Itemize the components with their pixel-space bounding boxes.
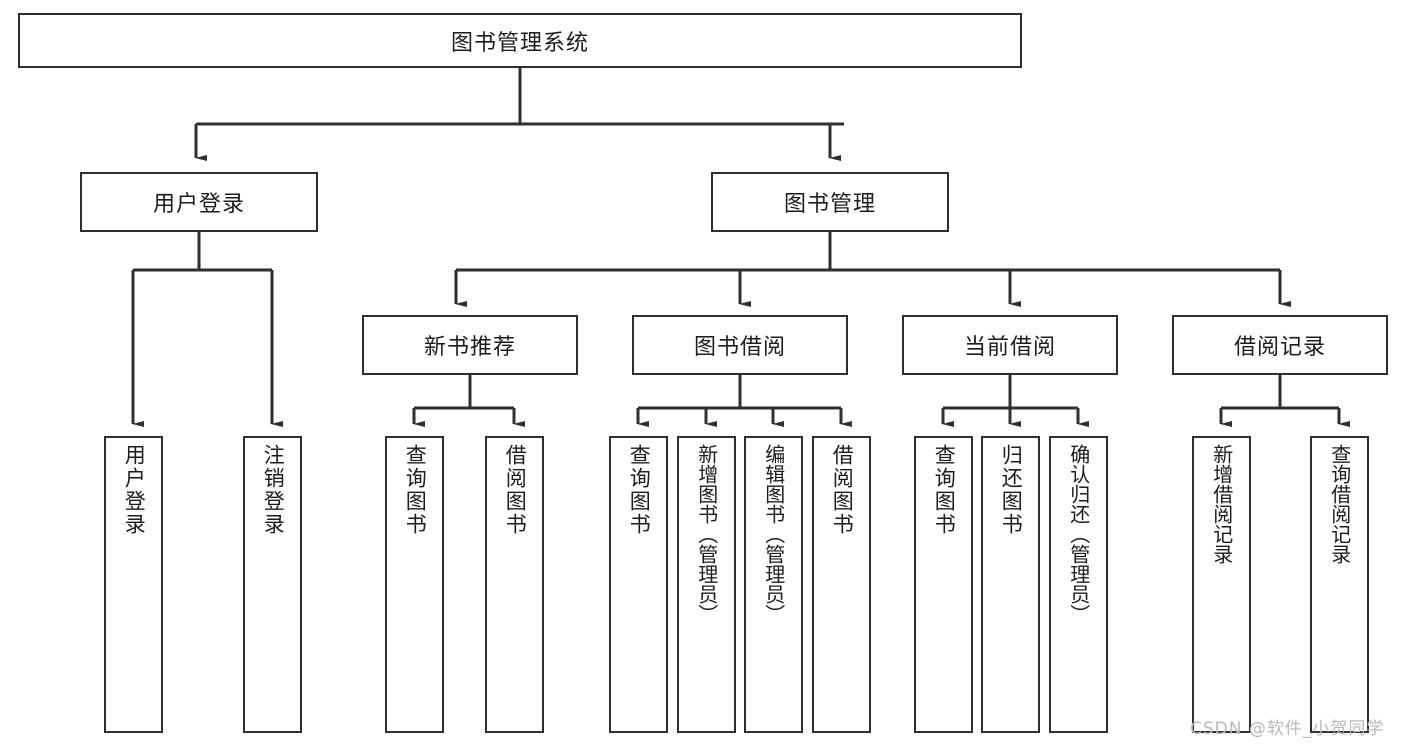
- node-label: 编辑图书（管理员）: [761, 444, 786, 624]
- leaf-borrow-record-add[interactable]: 新增借阅记录: [1192, 436, 1251, 733]
- leaf-current-borrow-return[interactable]: 归还图书: [981, 436, 1040, 733]
- node-label: 查询借阅记录: [1327, 444, 1352, 564]
- node-label: 查询图书: [627, 444, 652, 536]
- leaf-book-borrow-add[interactable]: 新增图书（管理员）: [677, 436, 736, 733]
- node-label: 查询图书: [403, 444, 428, 536]
- node-label: 当前借阅: [963, 335, 1056, 360]
- node-current-borrow[interactable]: 当前借阅: [902, 315, 1118, 375]
- leaf-book-borrow-edit[interactable]: 编辑图书（管理员）: [744, 436, 803, 733]
- leaf-new-book-borrow[interactable]: 借阅图书: [485, 436, 544, 733]
- watermark-text: CSDN @软件_小贺同学: [1190, 719, 1385, 739]
- node-label: 注销登录: [261, 444, 286, 536]
- leaf-current-borrow-confirm-return[interactable]: 确认归还（管理员）: [1049, 436, 1108, 733]
- node-label: 用户登录: [152, 192, 245, 217]
- node-label: 新增借阅记录: [1209, 444, 1234, 564]
- node-label: 图书管理: [783, 192, 876, 217]
- leaf-user-login-logout[interactable]: 注销登录: [243, 436, 302, 733]
- leaf-user-login-login[interactable]: 用户登录: [104, 436, 163, 733]
- node-root-book-management-system[interactable]: 图书管理系统: [18, 13, 1022, 68]
- leaf-book-borrow-borrow[interactable]: 借阅图书: [812, 436, 871, 733]
- node-book-borrow[interactable]: 图书借阅: [632, 315, 848, 375]
- node-book-management[interactable]: 图书管理: [711, 172, 949, 232]
- node-label: 新增图书（管理员）: [694, 444, 719, 624]
- leaf-book-borrow-query[interactable]: 查询图书: [609, 436, 668, 733]
- node-label: 查询图书: [932, 444, 957, 536]
- node-new-book-recommend[interactable]: 新书推荐: [362, 315, 578, 375]
- node-label: 图书管理系统: [450, 30, 589, 56]
- node-label: 归还图书: [999, 444, 1024, 536]
- node-label: 借阅图书: [830, 444, 855, 536]
- node-borrow-record[interactable]: 借阅记录: [1172, 315, 1388, 375]
- node-label: 借阅图书: [503, 444, 528, 536]
- node-user-login[interactable]: 用户登录: [80, 172, 318, 232]
- node-label: 用户登录: [122, 444, 147, 536]
- node-label: 借阅记录: [1233, 335, 1326, 360]
- leaf-current-borrow-query[interactable]: 查询图书: [914, 436, 973, 733]
- leaf-new-book-query[interactable]: 查询图书: [385, 436, 444, 733]
- leaf-borrow-record-query[interactable]: 查询借阅记录: [1310, 436, 1369, 733]
- node-label: 图书借阅: [693, 335, 786, 360]
- node-label: 新书推荐: [423, 335, 516, 360]
- node-label: 确认归还（管理员）: [1066, 444, 1091, 624]
